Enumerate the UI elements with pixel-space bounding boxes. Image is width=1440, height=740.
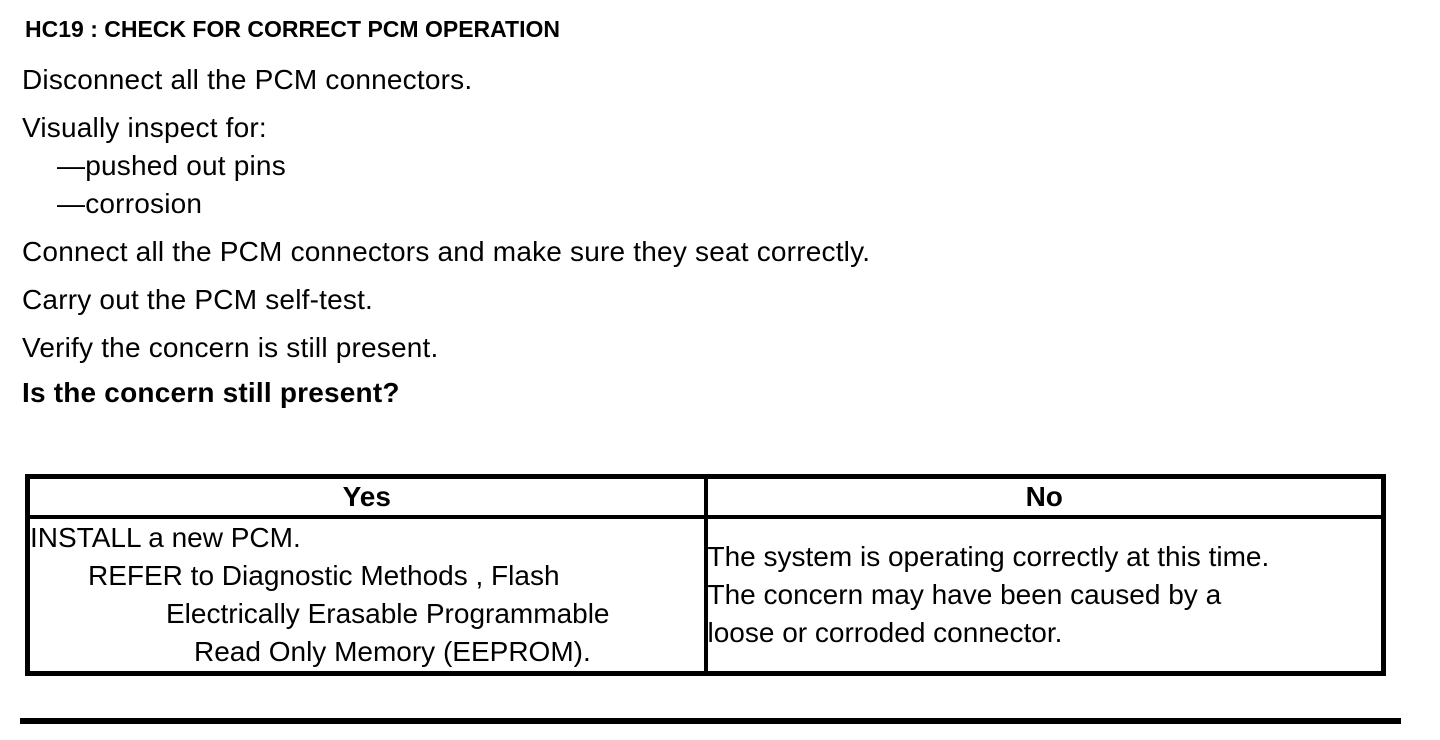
- instruction-line: Verify the concern is still present.: [22, 332, 439, 363]
- yes-no-decision-table: Yes No INSTALL a new PCM. REFER to Diagn…: [25, 474, 1386, 676]
- yes-action-line: REFER to Diagnostic Methods , Flash: [88, 560, 560, 591]
- instruction-sub-item: —corrosion: [57, 188, 203, 219]
- procedure-step-heading: HC19 : CHECK FOR CORRECT PCM OPERATION: [25, 16, 560, 42]
- yes-action-line: Electrically Erasable Programmable: [166, 598, 610, 629]
- no-action-line: The concern may have been caused by a: [707, 579, 1222, 610]
- horizontal-rule: [20, 718, 1401, 724]
- table-header-row: Yes No: [25, 474, 1386, 519]
- instruction-line: Visually inspect for:: [22, 112, 267, 143]
- decision-question: Is the concern still present?: [22, 377, 400, 408]
- no-column-header: No: [703, 474, 1386, 519]
- yes-action-line: Read Only Memory (EEPROM).: [194, 636, 591, 667]
- no-action-cell: The system is operating correctly at thi…: [703, 515, 1386, 676]
- yes-action-cell: INSTALL a new PCM. REFER to Diagnostic M…: [25, 515, 708, 676]
- instruction-line: Connect all the PCM connectors and make …: [22, 236, 871, 267]
- table-body-row: INSTALL a new PCM. REFER to Diagnostic M…: [25, 515, 1386, 676]
- instruction-line: Carry out the PCM self-test.: [22, 284, 374, 315]
- yes-action-line: INSTALL a new PCM.: [30, 522, 301, 553]
- yes-column-header: Yes: [25, 474, 708, 519]
- instruction-sub-item: —pushed out pins: [57, 150, 286, 181]
- instruction-line: Disconnect all the PCM connectors.: [22, 64, 473, 95]
- no-action-line: The system is operating correctly at thi…: [707, 541, 1270, 572]
- no-action-line: loose or corroded connector.: [707, 617, 1063, 648]
